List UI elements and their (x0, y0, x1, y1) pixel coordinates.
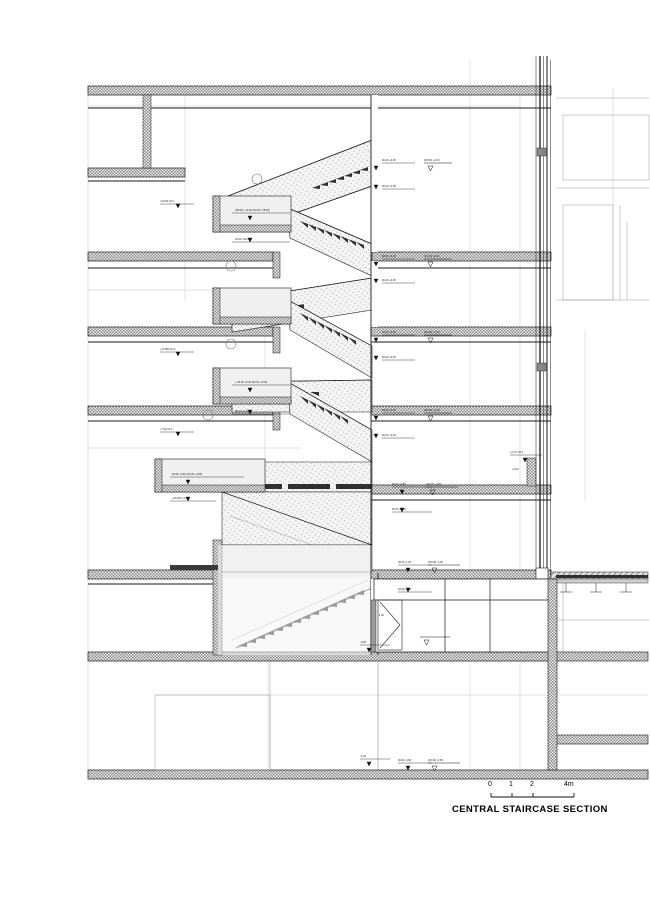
slab-lower-basement (550, 734, 649, 745)
svg-text:(00.00) -1.00: (00.00) -1.00 (428, 560, 443, 564)
flight-mid-2 (287, 299, 373, 379)
lower-basement-room (154, 660, 379, 771)
floor-slabs (87, 85, 649, 780)
svg-text:00.00 +0.00: 00.00 +0.00 (382, 278, 396, 282)
svg-text:00.00 +00.00: 00.00 +00.00 (235, 237, 251, 241)
flight-upper-2 (287, 207, 373, 277)
svg-text:00.00 +0.00: 00.00 +0.00 (382, 158, 396, 162)
slab-level-4 (87, 251, 552, 279)
stair-core-wall (212, 539, 372, 656)
door-swing-icon (377, 599, 403, 651)
svg-text:+2.70 -00.0: +2.70 -00.0 (510, 450, 524, 454)
svg-text:+17.800 ±0.0: +17.800 ±0.0 (160, 347, 176, 351)
landing-level-3 (212, 367, 292, 405)
rooms-beyond-right (556, 97, 650, 655)
svg-text:+ 00.00 +9.40 (00.00 +0.00): + 00.00 +9.40 (00.00 +0.00) (235, 380, 267, 384)
svg-text:00.00 -1.00: 00.00 -1.00 (398, 560, 412, 564)
svg-text:00.00 +0.00: 00.00 +0.00 (382, 408, 396, 412)
scale-tick-0: 0 (488, 781, 492, 788)
slab-level-5 (87, 94, 186, 182)
svg-text:-1.00: -1.00 (360, 754, 366, 758)
svg-text:00.00 +0.00: 00.00 +0.00 (235, 409, 249, 413)
slab-level-1 (370, 457, 552, 501)
facade-curtain-wall (535, 56, 551, 580)
svg-text:(00.00) +10.40 (00.00 +78.00): (00.00) +10.40 (00.00 +78.00) (235, 208, 270, 212)
grid-bubble-icon (202, 173, 263, 421)
svg-text:00.00 +0.00: 00.00 +0.00 (382, 355, 396, 359)
scale-tick-4m: 4m (564, 781, 574, 788)
svg-text:00.00 +4.80: 00.00 +4.80 (392, 482, 406, 486)
svg-text:00.00 +0.00: 00.00 +0.00 (382, 184, 396, 188)
svg-text:+4.00: +4.00 (512, 467, 519, 471)
stair-landings (154, 195, 372, 656)
svg-text:(00.00) +4.80: (00.00) +4.80 (426, 482, 442, 486)
landing-level-4 (212, 287, 292, 325)
svg-text:00.00 +0.00: 00.00 +0.00 (382, 330, 396, 334)
level-markers (160, 162, 542, 772)
svg-text:(00.00) +0.00: (00.00) +0.00 (424, 254, 440, 258)
svg-text:(00.00) +0.00: (00.00) +0.00 (424, 158, 440, 162)
scale-tick-1: 1 (509, 781, 513, 788)
svg-text:(00.00) +0.00: (00.00) +0.00 (424, 408, 440, 412)
scale-tick-2: 2 (530, 781, 534, 788)
steel-deck-right (550, 575, 649, 593)
svg-text:00.00 +4.80: 00.00 +4.80 (392, 507, 406, 511)
landing-level-2 (154, 458, 266, 493)
basement-rooms (370, 578, 558, 771)
svg-text:00.00 +0.00: 00.00 +0.00 (382, 433, 396, 437)
svg-text:-0.05: -0.05 (360, 640, 366, 644)
construction-lines (87, 60, 648, 772)
landing-level-5 (212, 195, 292, 233)
slab-roof (87, 85, 552, 109)
svg-text:(00.00) +0.00: (00.00) +0.00 (424, 330, 440, 334)
svg-text:-1.00: -1.00 (378, 613, 384, 617)
svg-text:00.00 +0.00: 00.00 +0.00 (382, 254, 396, 258)
slab-foundation (87, 769, 649, 780)
scale-bar (490, 793, 575, 798)
svg-text:00.00 -4.60: 00.00 -4.60 (398, 758, 412, 762)
tread-band-ground (170, 565, 218, 570)
svg-text:(00.00) -4.60: (00.00) -4.60 (428, 758, 443, 762)
svg-text:00.00 -1.00: 00.00 -1.00 (398, 587, 412, 591)
svg-text:00.00 +4.80 (00.00 +4.80): 00.00 +4.80 (00.00 +4.80) (172, 472, 202, 476)
svg-text:+7.90 ±0.0: +7.90 ±0.0 (160, 427, 173, 431)
svg-text:+00.00 ±0.0: +00.00 ±0.0 (160, 199, 174, 203)
micro-annotations: +00.00 ±0.0 (00.00) +10.40 (00.00 +78.00… (160, 158, 524, 762)
drawing-title: CENTRAL STAIRCASE SECTION (452, 804, 608, 815)
svg-text:+00.000 +5.80: +00.000 +5.80 (172, 496, 189, 500)
